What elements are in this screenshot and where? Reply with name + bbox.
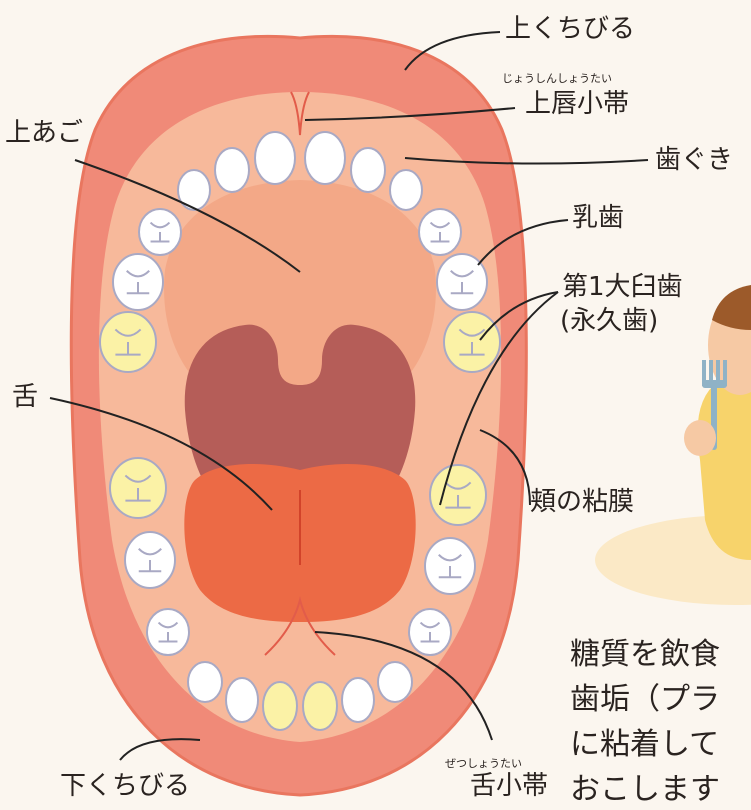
tooth bbox=[342, 678, 374, 722]
body-text-line-3: に粘着して bbox=[570, 725, 719, 765]
body-text-line-4: おこします bbox=[570, 770, 720, 810]
tooth bbox=[305, 132, 345, 184]
tooth bbox=[255, 132, 295, 184]
tooth bbox=[351, 148, 385, 192]
first-molar-tooth bbox=[110, 458, 166, 518]
tooth bbox=[409, 609, 451, 655]
tooth bbox=[419, 209, 461, 255]
tooth bbox=[425, 538, 475, 594]
label-tongue: 舌 bbox=[12, 382, 38, 412]
tooth bbox=[147, 609, 189, 655]
tooth bbox=[303, 682, 337, 730]
label-first-molar: 第1大臼歯 bbox=[562, 272, 683, 302]
tooth bbox=[215, 148, 249, 192]
body-text-line-2: 歯垢（プラ bbox=[570, 680, 720, 720]
label-gums: 歯ぐき bbox=[655, 145, 733, 175]
tooth bbox=[125, 532, 175, 588]
tooth bbox=[390, 170, 422, 210]
label-upper-lip-frenum: 上唇小帯 bbox=[525, 89, 629, 119]
first-molar-tooth bbox=[100, 312, 156, 372]
tooth bbox=[263, 682, 297, 730]
label-upper-palate: 上あご bbox=[5, 118, 83, 148]
label-lingual-frenum: 舌小帯 bbox=[470, 771, 548, 801]
body-text-line-1: 糖質を飲食 bbox=[570, 635, 720, 675]
label-first-molar-note: (永久歯) bbox=[560, 306, 658, 336]
label-cheek-mucosa: 頬の粘膜 bbox=[530, 487, 634, 517]
label-baby-teeth: 乳歯 bbox=[572, 203, 624, 233]
label-upper-lip: 上くちびる bbox=[505, 14, 635, 44]
label-lower-lip: 下くちびる bbox=[60, 771, 190, 801]
ruby-lingual-frenum: ぜつしょうたい bbox=[445, 758, 522, 770]
first-molar-tooth bbox=[430, 465, 486, 525]
tooth bbox=[113, 254, 163, 310]
first-molar-tooth bbox=[444, 312, 500, 372]
tooth bbox=[139, 209, 181, 255]
ruby-upper-lip-frenum: じょうしんしょうたい bbox=[502, 73, 612, 85]
tooth bbox=[226, 678, 258, 722]
tooth bbox=[188, 662, 222, 702]
tooth bbox=[378, 662, 412, 702]
